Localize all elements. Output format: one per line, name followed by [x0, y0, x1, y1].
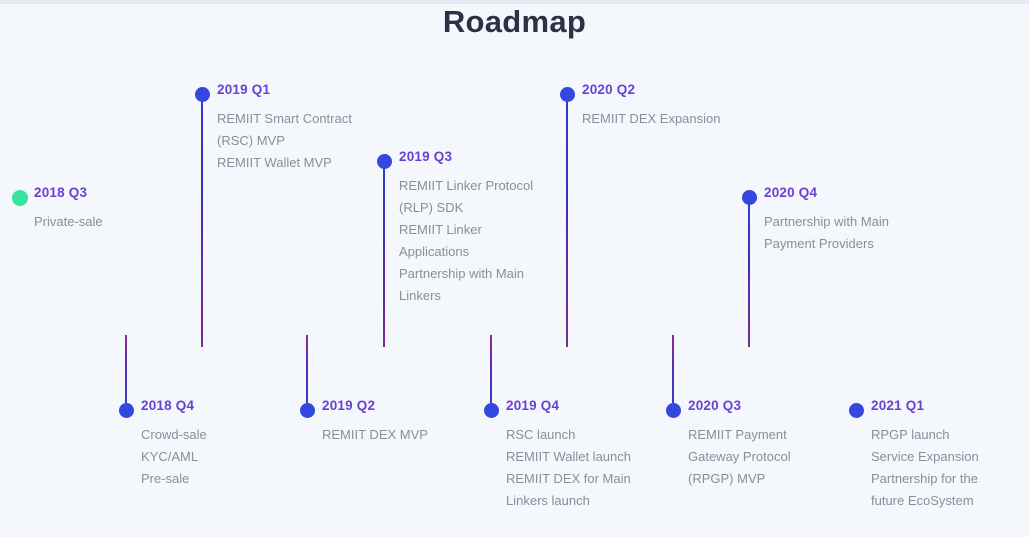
milestone-item-list: Private-sale — [34, 211, 103, 233]
milestone-item: future EcoSystem — [871, 493, 974, 508]
milestone-body: 2018 Q3 Private-sale — [34, 184, 103, 233]
milestone-dot-icon[interactable] — [742, 190, 757, 205]
milestone-item-list: REMIIT Linker Protocol (RLP) SDK REMIIT Li… — [399, 175, 533, 307]
milestone-item: Payment Providers — [764, 236, 874, 251]
milestone-dot-icon[interactable] — [484, 403, 499, 418]
milestone-connector-line — [490, 335, 492, 403]
milestone-label: 2018 Q4 — [141, 398, 195, 413]
milestone-label: 2019 Q1 — [217, 82, 271, 97]
milestone-item: Linkers launch — [506, 493, 590, 508]
milestone-dot-icon[interactable] — [849, 403, 864, 418]
milestone-item-list: REMIIT Smart Contract (RSC) MVP REMIIT Wal… — [217, 108, 352, 174]
milestone-label: 2019 Q3 — [399, 149, 453, 164]
milestone-connector-line — [748, 202, 750, 347]
milestone-label: 2019 Q4 — [506, 398, 560, 413]
milestone-label: 2021 Q1 — [871, 398, 925, 413]
milestone-connector-line — [672, 335, 674, 403]
milestone-label: 2020 Q2 — [582, 82, 636, 97]
milestone-connector-line — [201, 99, 203, 347]
milestone-connector-line — [306, 335, 308, 403]
milestone-label: 2020 Q4 — [764, 185, 818, 200]
milestone-item: Partnership for the — [871, 471, 978, 486]
milestone-item-list: REMIIT DEX Expansion — [582, 108, 720, 130]
milestone-item: RSC launch — [506, 427, 576, 442]
milestone-item: Private-sale — [34, 214, 103, 229]
milestone-item: Pre-sale — [141, 471, 190, 486]
milestone-item-list: REMIIT DEX MVP — [322, 424, 428, 446]
milestone-item: (RPGP) MVP — [688, 471, 766, 486]
milestone-item: Service Expansion — [871, 449, 979, 464]
milestone-item: (RLP) SDK — [399, 200, 464, 215]
milestone-item: Partnership with Main — [399, 266, 524, 281]
milestone-item: Gateway Protocol — [688, 449, 791, 464]
milestone-body: 2020 Q2 REMIIT DEX Expansion — [582, 81, 720, 130]
milestone-item: (RSC) MVP — [217, 133, 285, 148]
milestone-item: REMIIT Smart Contract — [217, 111, 352, 126]
milestone-item: KYC/AML — [141, 449, 199, 464]
milestone-dot-icon[interactable] — [377, 154, 392, 169]
milestone-item: REMIIT DEX Expansion — [582, 111, 721, 126]
milestone-item: REMIIT Wallet MVP — [217, 155, 332, 170]
milestone-item: REMIIT DEX for Main — [506, 471, 631, 486]
milestone-item: REMIIT Payment — [688, 427, 787, 442]
milestone-dot-icon[interactable] — [195, 87, 210, 102]
milestone-label: 2020 Q3 — [688, 398, 742, 413]
milestone-dot-icon[interactable] — [560, 87, 575, 102]
top-divider — [0, 0, 1029, 4]
milestone-label: 2019 Q2 — [322, 398, 376, 413]
milestone-item: REMIIT Linker Protocol — [399, 178, 534, 193]
milestone-item: RPGP launch — [871, 427, 950, 442]
milestone-dot-icon[interactable] — [300, 403, 315, 418]
milestone-connector-line — [125, 335, 127, 403]
milestone-item: Crowd-sale — [141, 427, 207, 442]
milestone-body: 2019 Q2 REMIIT DEX MVP — [322, 397, 428, 446]
milestone-item: REMIIT DEX MVP — [322, 427, 428, 442]
milestone-item: Partnership with Main — [764, 214, 889, 229]
milestone-dot-icon[interactable] — [119, 403, 134, 418]
milestone-dot-icon[interactable] — [666, 403, 681, 418]
milestone-label: 2018 Q3 — [34, 185, 88, 200]
milestone-dot-icon[interactable] — [12, 190, 28, 206]
milestone-item: Applications — [399, 244, 470, 259]
milestone-connector-line — [566, 99, 568, 347]
milestone-item: Linkers — [399, 288, 441, 303]
page-title: Roadmap — [442, 4, 587, 39]
milestone-item: REMIIT Wallet launch — [506, 449, 631, 464]
milestone-connector-line — [383, 166, 385, 347]
milestone-item: REMIIT Linker — [399, 222, 482, 237]
